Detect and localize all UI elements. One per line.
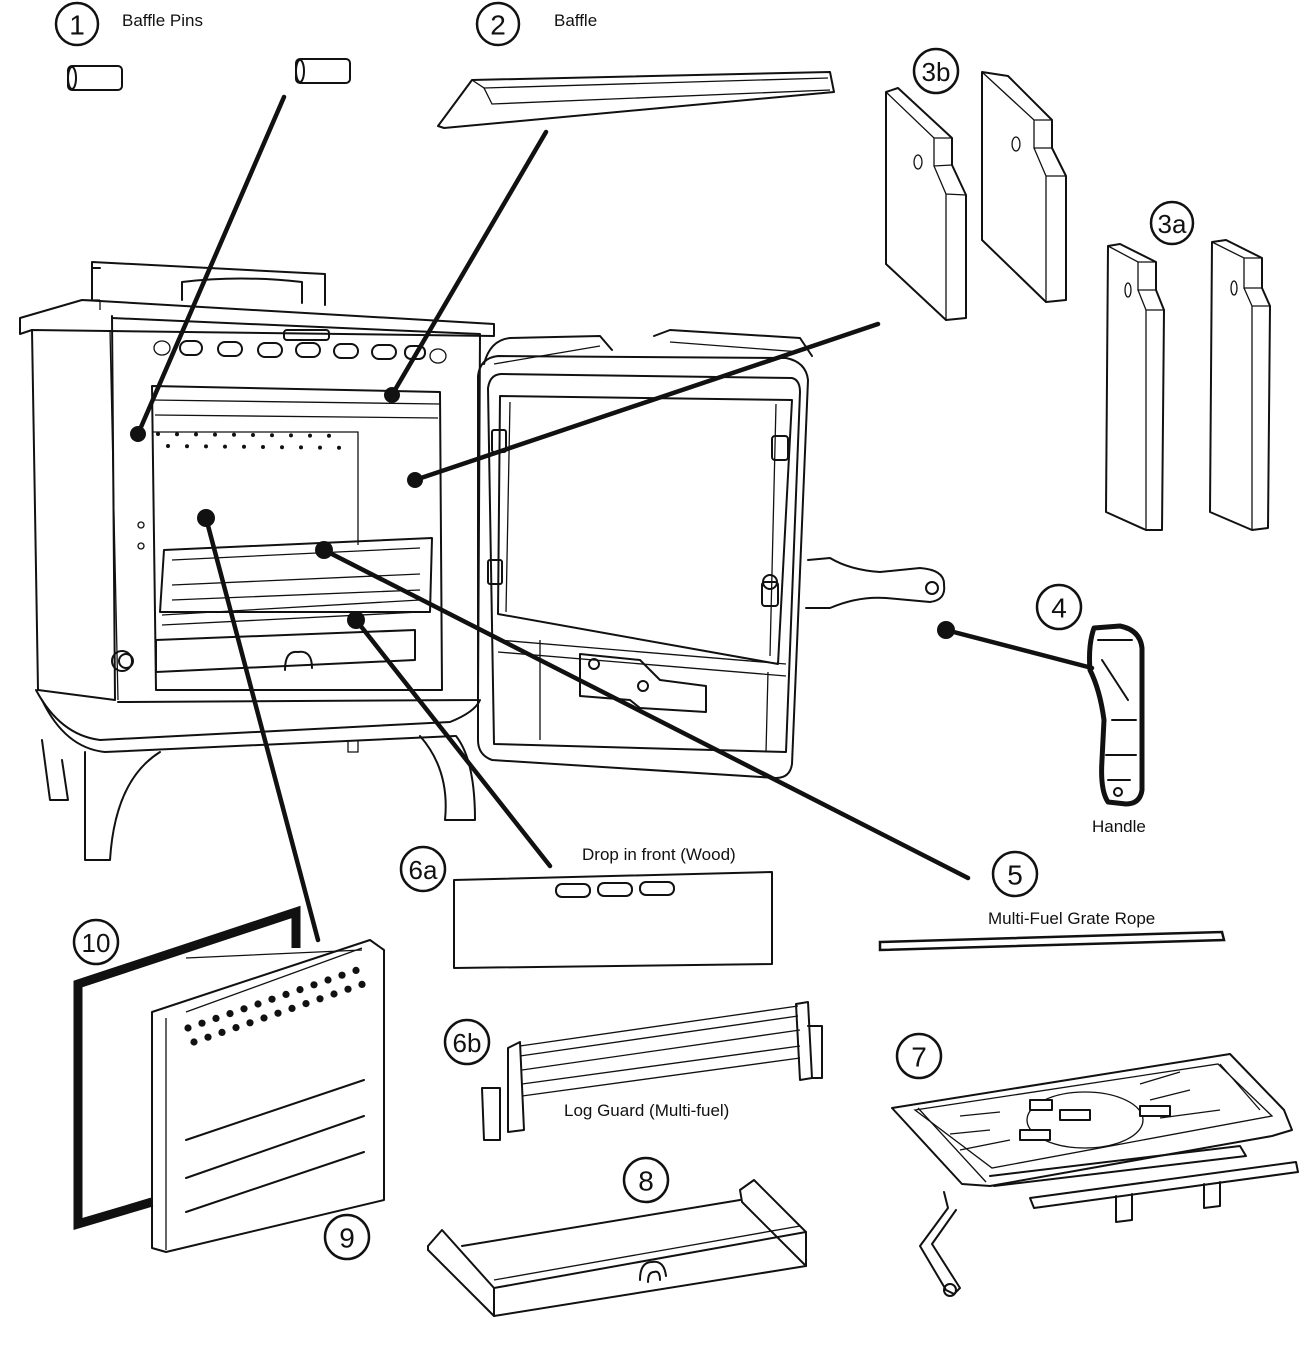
- vent-hole: [175, 432, 179, 437]
- vent-hole: [337, 445, 341, 450]
- vent-hole: [302, 1000, 310, 1008]
- vent-hole: [218, 1028, 226, 1036]
- part-7-grate: [891, 1053, 1299, 1297]
- label-drop-in-front: Drop in front (Wood): [582, 845, 736, 864]
- callout-number: 7: [911, 1042, 927, 1073]
- vent-hole: [198, 1019, 206, 1027]
- vent-hole: [251, 433, 255, 437]
- vent-hole: [324, 976, 332, 984]
- vent-hole: [282, 990, 290, 999]
- callout-10: 10: [72, 918, 120, 966]
- vent-hole: [261, 445, 265, 449]
- vent-hole: [156, 432, 160, 436]
- part-6a-drop-in-front: [453, 871, 773, 969]
- vent-hole: [288, 1004, 296, 1013]
- vent-hole: [226, 1010, 234, 1018]
- part-5-grate-rope: [878, 930, 1226, 952]
- vent-hole: [330, 990, 338, 998]
- part-3b-side-bricks: [885, 71, 1067, 321]
- stove-body: [19, 261, 495, 861]
- vent-hole: [274, 1009, 282, 1017]
- label-baffle-pins: Baffle Pins: [122, 11, 203, 30]
- baffle-pin: [67, 65, 123, 91]
- vent-hole: [308, 433, 312, 438]
- baffle-pin: [295, 58, 351, 84]
- callout-1: 1: [54, 1, 100, 47]
- vent-hole: [212, 1014, 220, 1023]
- vent-hole: [185, 444, 189, 449]
- vent-hole: [280, 445, 284, 450]
- callout-number: 4: [1051, 593, 1067, 624]
- stove-door: [477, 329, 946, 779]
- label-handle: Handle: [1092, 817, 1146, 836]
- callout-5: 5: [991, 850, 1039, 898]
- part-9-back-brick: [151, 939, 385, 1253]
- vent-hole: [338, 971, 346, 979]
- callout-number: 9: [339, 1223, 355, 1254]
- vent-hole: [358, 980, 366, 989]
- vent-hole: [299, 445, 303, 450]
- label-log-guard: Log Guard (Multi-fuel): [564, 1101, 729, 1120]
- vent-hole: [190, 1038, 198, 1046]
- part-2-baffle: [437, 71, 835, 129]
- callout-number: 6a: [409, 855, 438, 885]
- vent-hole: [246, 1019, 254, 1027]
- vent-hole: [344, 985, 352, 993]
- vent-hole: [204, 444, 208, 449]
- vent-hole: [232, 1024, 240, 1032]
- vent-hole: [166, 444, 170, 448]
- callout-number: 1: [69, 10, 85, 41]
- callout-6a: 6a: [399, 845, 447, 893]
- vent-hole: [240, 1005, 248, 1013]
- part-1-baffle-pins: [67, 58, 351, 91]
- vent-hole: [213, 432, 217, 437]
- label-baffle: Baffle: [554, 11, 597, 30]
- leader-lines: [130, 94, 1095, 943]
- callout-4: 4: [1035, 583, 1083, 631]
- callout-2: 2: [475, 1, 521, 47]
- vent-hole: [184, 1024, 192, 1032]
- panel-vent-holes: [184, 966, 366, 1046]
- vent-hole: [254, 1000, 262, 1008]
- part-8-ash-pan: [427, 1179, 807, 1317]
- vent-hole: [242, 444, 246, 449]
- label-grate-rope: Multi-Fuel Grate Rope: [988, 909, 1155, 928]
- callout-9: 9: [323, 1213, 371, 1261]
- vent-hole: [260, 1014, 268, 1022]
- callout-number: 8: [638, 1166, 654, 1197]
- vent-hole: [296, 986, 304, 994]
- back-brick-dots: [156, 432, 341, 450]
- part-3a-side-bricks: [1105, 239, 1271, 531]
- callout-8: 8: [622, 1156, 670, 1204]
- air-wash-slots: [153, 329, 447, 364]
- vent-hole: [270, 433, 274, 438]
- callout-number: 6b: [453, 1028, 482, 1058]
- callout-number: 3a: [1158, 209, 1187, 239]
- vent-hole: [310, 981, 318, 989]
- vent-hole: [318, 445, 322, 450]
- callout-number: 3b: [922, 57, 951, 87]
- vent-hole: [327, 433, 331, 438]
- part-4-handle: [1087, 623, 1145, 807]
- callout-6b: 6b: [443, 1018, 491, 1066]
- vent-hole: [289, 433, 293, 438]
- vent-hole: [223, 444, 227, 449]
- vent-hole: [316, 995, 324, 1003]
- part-6b-log-guard: [481, 1001, 823, 1141]
- vent-hole: [268, 995, 276, 1003]
- callout-number: 5: [1007, 860, 1023, 891]
- part-10-glass-rope: [73, 905, 301, 1231]
- callout-number: 2: [490, 10, 506, 41]
- vent-hole: [352, 966, 360, 975]
- callout-number: 10: [82, 928, 111, 958]
- vent-hole: [204, 1033, 212, 1041]
- callout-3b: 3b: [912, 47, 960, 95]
- callout-3a: 3a: [1149, 200, 1195, 246]
- callout-7: 7: [895, 1032, 943, 1080]
- vent-hole: [232, 432, 236, 437]
- vent-hole: [194, 432, 198, 437]
